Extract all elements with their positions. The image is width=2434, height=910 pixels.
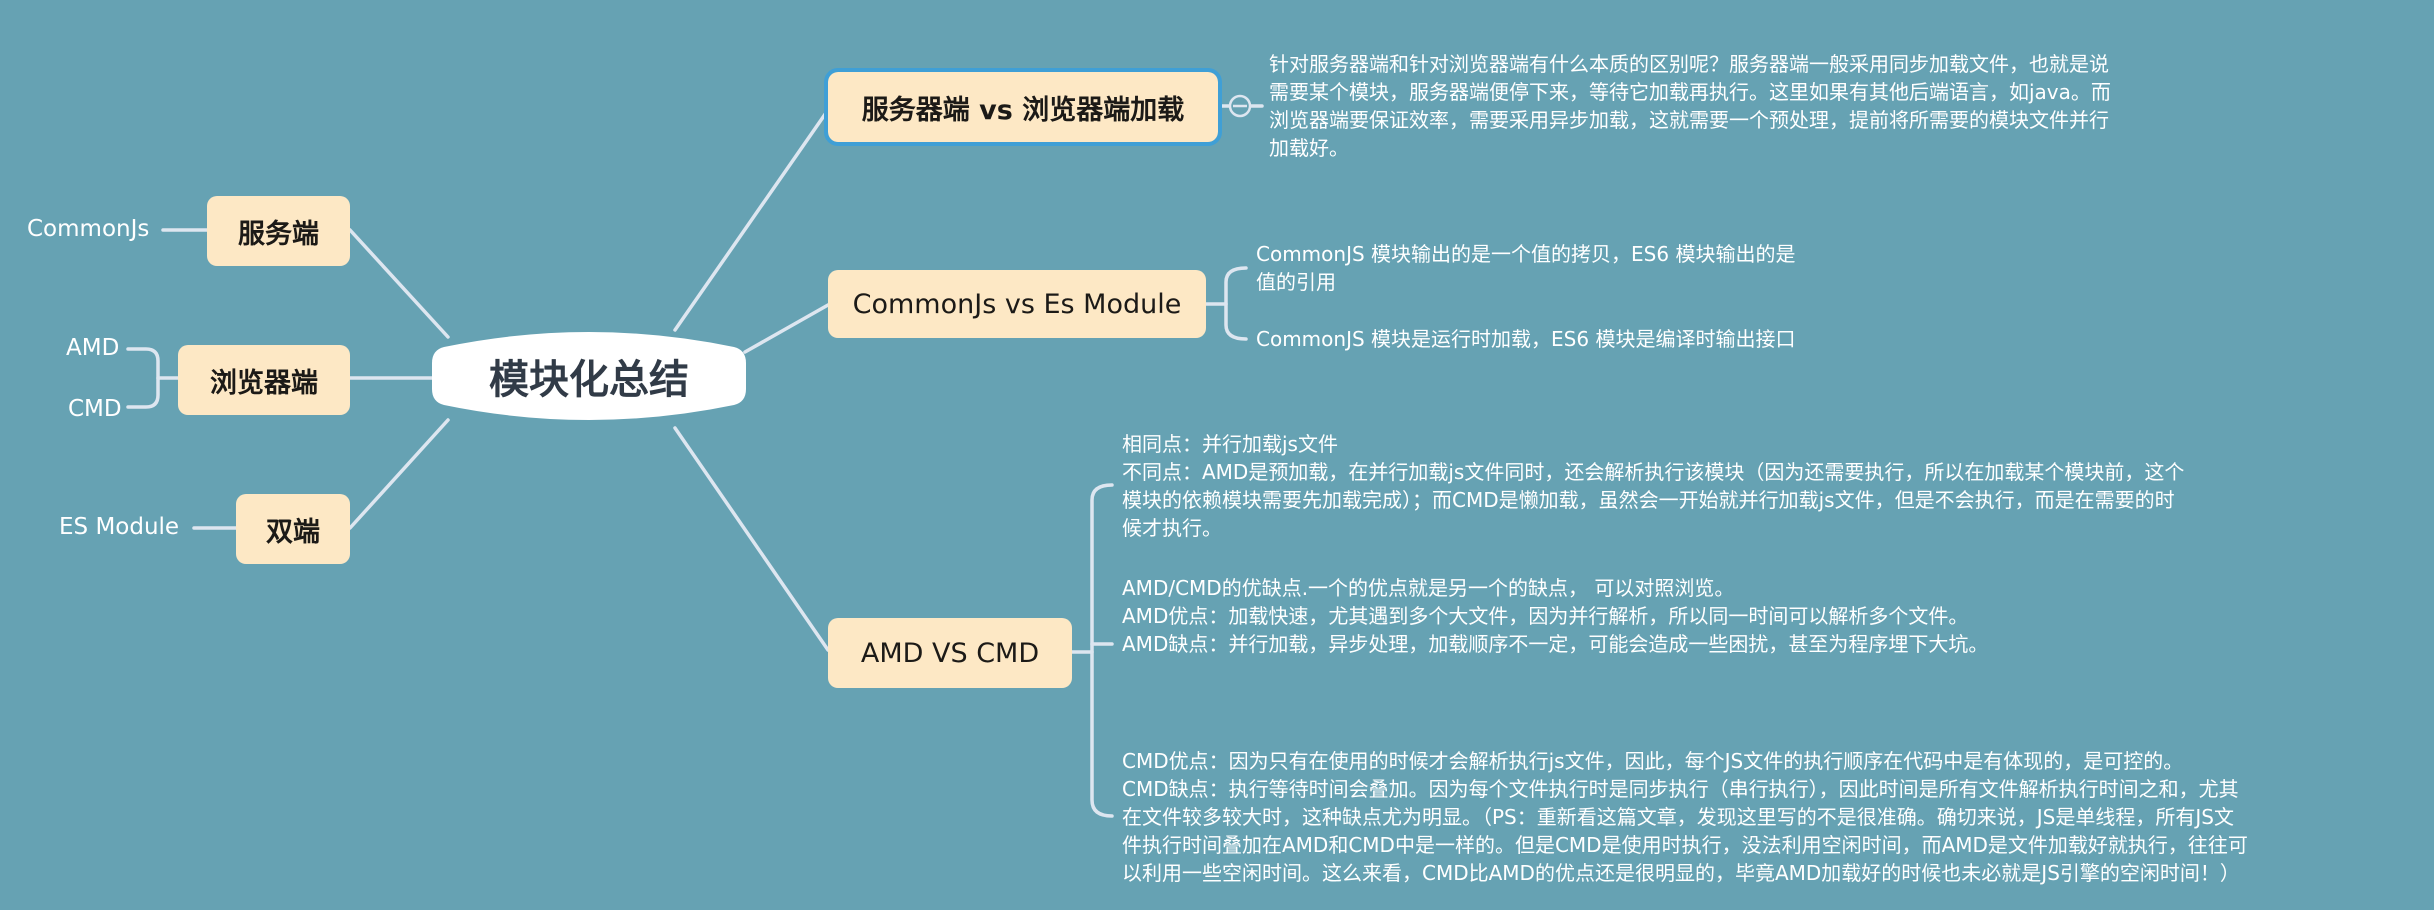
branch-both-sides[interactable]: 双端 [236,494,350,564]
branch-label: 服务器端 vs 浏览器端加载 [861,94,1185,126]
subtopic-line: AMD缺点：并行加载，异步处理，加载顺序不一定，可能会造成一些困扰，甚至为程序埋… [1122,632,1989,656]
branch-server-vs-browser-loading[interactable]: 服务器端 vs 浏览器端加载 [824,68,1222,146]
branch-amd-vs-cmd[interactable]: AMD VS CMD [828,618,1072,688]
note-line: 需要某个模块，服务器端便停下来，等待它加载再执行。这里如果有其他后端语言，如ja… [1269,80,2111,104]
branch-browser-side[interactable]: 浏览器端 [178,345,350,415]
subtopic-line: 在文件较多较大时，这种缺点尤为明显。（PS：重新看这篇文章，发现这里写的不是很准… [1122,805,2234,829]
subtopic-line: 候才执行。 [1122,516,1222,540]
subtopic-line: AMD优点：加载快速，尤其遇到多个大文件，因为并行解析，所以同一时间可以解析多个… [1122,604,1969,628]
subtopic-line: CMD缺点：执行等待时间会叠加。因为每个文件执行时是同步执行（串行执行），因此时… [1122,777,2239,801]
subtopic-line: CommonJS 模块是运行时加载，ES6 模块是编译时输出接口 [1256,327,1796,351]
subtopic-line: 相同点：并行加载js文件 [1122,432,1338,456]
subtopic-line: 值的引用 [1256,270,1336,294]
subtopic-line: 以利用一些空闲时间。这么来看，CMD比AMD的优点还是很明显的，毕竟AMD加载好… [1122,861,2240,885]
central-topic-shape [432,332,746,420]
leaf-cmd[interactable]: CMD [68,396,122,422]
subtopic-similarities-differences[interactable]: 相同点：并行加载js文件 不同点：AMD是预加载，在并行加载js文件同时，还会解… [1122,430,2184,542]
branch-label: 浏览器端 [210,367,318,399]
subtopic-line: CMD优点：因为只有在使用的时候才会解析执行js文件，因此，每个JS文件的执行顺… [1122,749,2184,773]
subtopic-line: CommonJS 模块输出的是一个值的拷贝，ES6 模块输出的是 [1256,242,1796,266]
leaf-commonjs[interactable]: CommonJs [27,216,150,242]
branch-label: 服务端 [238,218,319,250]
note-server-vs-browser[interactable]: 针对服务器端和针对浏览器端有什么本质的区别呢？服务器端一般采用同步加载文件，也就… [1269,50,2111,162]
branch-label: CommonJs vs Es Module [852,288,1182,320]
leaf-es-module[interactable]: ES Module [59,514,180,540]
subtopic-line: 模块的依赖模块需要先加载完成）；而CMD是懒加载，虽然会一开始就并行加载js文件… [1122,488,2175,512]
central-topic[interactable]: 模块化总结 [430,325,748,427]
branch-commonjs-vs-esmodule[interactable]: CommonJs vs Es Module [828,270,1206,338]
subtopic-value-copy[interactable]: CommonJS 模块输出的是一个值的拷贝，ES6 模块输出的是 值的引用 [1256,240,1795,296]
note-line: 浏览器端要保证效率，需要采用异步加载，这就需要一个预处理，提前将所需要的模块文件… [1269,108,2109,132]
branch-label: 双端 [266,516,320,548]
subtopic-line: 不同点：AMD是预加载，在并行加载js文件同时，还会解析执行该模块（因为还需要执… [1122,460,2185,484]
subtopic-line: AMD/CMD的优缺点.一个的优点就是另一个的缺点， 可以对照浏览。 [1122,576,1735,600]
branch-label: AMD VS CMD [860,637,1040,669]
note-line: 针对服务器端和针对浏览器端有什么本质的区别呢？服务器端一般采用同步加载文件，也就… [1269,52,2109,76]
subtopic-amd-pros-cons[interactable]: AMD/CMD的优缺点.一个的优点就是另一个的缺点， 可以对照浏览。 AMD优点… [1122,574,1988,658]
subtopic-line: 件执行时间叠加在AMD和CMD中是一样的。但是CMD是使用时执行，没法利用空闲时… [1122,833,2248,857]
note-line: 加载好。 [1269,136,1349,160]
subtopic-runtime-vs-compile[interactable]: CommonJS 模块是运行时加载，ES6 模块是编译时输出接口 [1256,325,1795,353]
central-topic-label: 模块化总结 [489,357,689,403]
branch-server-side[interactable]: 服务端 [207,196,350,266]
leaf-amd[interactable]: AMD [66,335,120,361]
subtopic-cmd-pros-cons[interactable]: CMD优点：因为只有在使用的时候才会解析执行js文件，因此，每个JS文件的执行顺… [1122,747,2248,887]
